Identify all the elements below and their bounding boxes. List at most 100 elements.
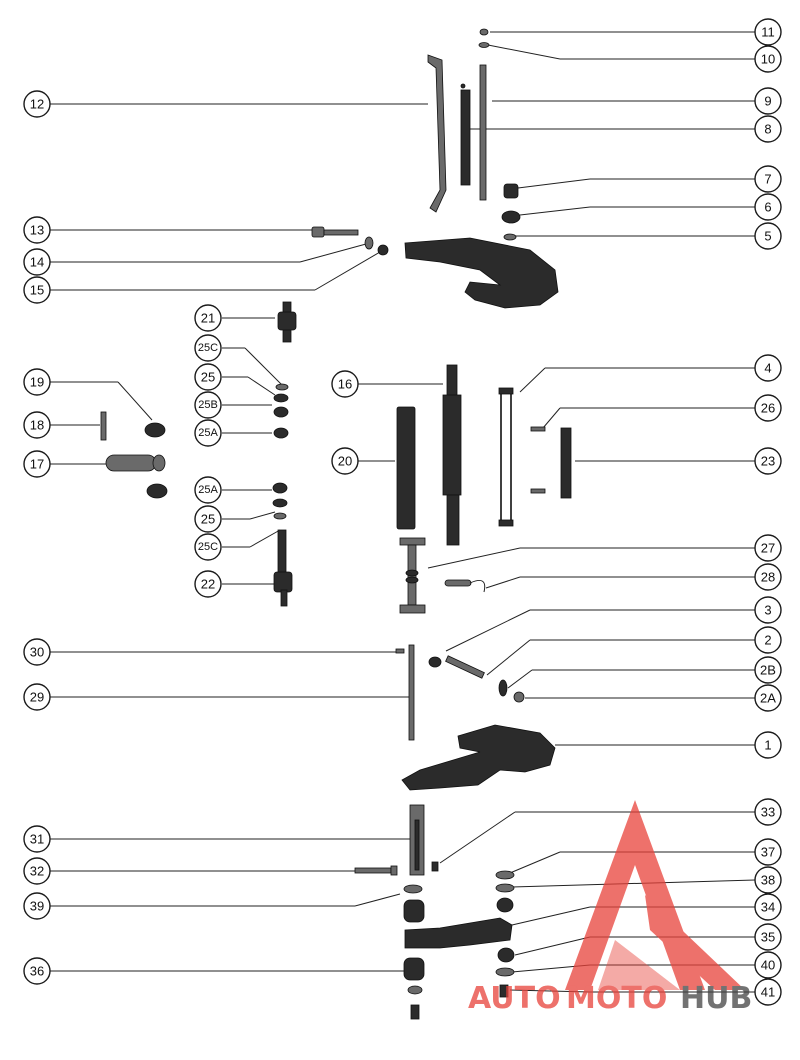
callout-11[interactable]: 11: [754, 18, 782, 46]
callout-17[interactable]: 17: [23, 450, 51, 478]
washers-25-top: [273, 383, 289, 439]
callout-5[interactable]: 5: [754, 222, 782, 250]
callout-29[interactable]: 29: [23, 683, 51, 711]
callout-34[interactable]: 34: [754, 893, 782, 921]
bolt-13: [311, 226, 359, 238]
callout-20[interactable]: 20: [331, 447, 359, 475]
tube-20: [396, 406, 416, 530]
callout-label: 14: [30, 255, 44, 270]
callout-label: 35: [761, 930, 775, 945]
callout-label: 19: [30, 375, 44, 390]
callout-41[interactable]: 41: [754, 978, 782, 1006]
callout-39[interactable]: 39: [23, 892, 51, 920]
callout-16[interactable]: 16: [331, 370, 359, 398]
callout-25c-bottom[interactable]: 25C: [194, 533, 222, 561]
callout-25-top[interactable]: 25: [194, 363, 222, 391]
rod-23: [560, 427, 572, 499]
callout-40[interactable]: 40: [754, 951, 782, 979]
callout-label: 25A: [198, 484, 218, 496]
callout-31[interactable]: 31: [23, 825, 51, 853]
callout-23[interactable]: 23: [754, 447, 782, 475]
callout-32[interactable]: 32: [23, 857, 51, 885]
screw-2a: [513, 691, 525, 703]
callout-27[interactable]: 27: [754, 534, 782, 562]
callout-2a[interactable]: 2A: [754, 684, 782, 712]
callout-label: 25A: [198, 427, 218, 439]
callout-label: 2: [764, 633, 771, 648]
callout-label: 20: [338, 454, 352, 469]
callout-label: 1: [764, 738, 771, 753]
leader-lines: [50, 31, 756, 993]
callout-label: 21: [201, 311, 215, 326]
callout-label: 17: [30, 457, 44, 472]
callout-15[interactable]: 15: [23, 276, 51, 304]
washer-39: [403, 884, 423, 894]
callout-13[interactable]: 13: [23, 216, 51, 244]
stud-3: [428, 655, 485, 679]
callout-19[interactable]: 19: [23, 368, 51, 396]
callout-14[interactable]: 14: [23, 248, 51, 276]
washer-stack-right: [495, 870, 515, 998]
callout-label: 3: [764, 603, 771, 618]
callout-4[interactable]: 4: [754, 354, 782, 382]
washer-14: [364, 236, 374, 250]
small-washers-top: [478, 28, 490, 48]
callout-label: 22: [201, 577, 215, 592]
callout-label: 25C: [198, 541, 218, 553]
callout-6[interactable]: 6: [754, 193, 782, 221]
callout-label: 31: [30, 832, 44, 847]
callout-18[interactable]: 18: [23, 411, 51, 439]
callout-label: 25: [201, 370, 215, 385]
callout-33[interactable]: 33: [754, 798, 782, 826]
callout-label: 6: [764, 200, 771, 215]
callout-9[interactable]: 9: [754, 87, 782, 115]
callout-36[interactable]: 36: [23, 957, 51, 985]
callout-label: 13: [30, 223, 44, 238]
callout-7[interactable]: 7: [754, 165, 782, 193]
bushing-19: [144, 422, 168, 499]
callout-28[interactable]: 28: [754, 563, 782, 591]
callout-label: 23: [761, 454, 775, 469]
callout-label: 40: [761, 958, 775, 973]
callout-3[interactable]: 3: [754, 596, 782, 624]
callout-label: 10: [761, 52, 775, 67]
callout-label: 36: [30, 964, 44, 979]
callout-35[interactable]: 35: [754, 923, 782, 951]
callout-label: 7: [764, 172, 771, 187]
callout-label: 25B: [198, 399, 218, 411]
callout-25-bottom[interactable]: 25: [194, 505, 222, 533]
shift-rod-straight: [479, 64, 487, 201]
callout-22[interactable]: 22: [194, 570, 222, 598]
callout-26[interactable]: 26: [754, 394, 782, 422]
callout-25c-top[interactable]: 25C: [194, 334, 222, 362]
callout-2[interactable]: 2: [754, 626, 782, 654]
callout-2b[interactable]: 2B: [754, 656, 782, 684]
callout-label: 34: [761, 900, 775, 915]
watermark-text-hub: HUB: [680, 981, 752, 1016]
callout-12[interactable]: 12: [23, 90, 51, 118]
callout-25a-bottom[interactable]: 25A: [194, 476, 222, 504]
callout-25a-top[interactable]: 25A: [194, 419, 222, 447]
callout-label: 16: [338, 377, 352, 392]
callout-38[interactable]: 38: [754, 866, 782, 894]
callout-label: 32: [30, 864, 44, 879]
callout-label: 25C: [198, 342, 218, 354]
callout-label: 26: [761, 401, 775, 416]
watermark-logo: AUTO MOTO HUB: [468, 800, 752, 1016]
callout-25b[interactable]: 25B: [194, 391, 222, 419]
nut-15: [377, 244, 389, 256]
spring-clip-28: [444, 579, 486, 593]
callout-37[interactable]: 37: [754, 838, 782, 866]
callout-8[interactable]: 8: [754, 115, 782, 143]
callout-1[interactable]: 1: [754, 731, 782, 759]
spring-17: [105, 454, 166, 472]
callout-label: 27: [761, 541, 775, 556]
spool-27: [399, 537, 426, 614]
watermark-text-auto: AUTO: [468, 981, 561, 1016]
callout-label: 33: [761, 805, 775, 820]
callout-10[interactable]: 10: [754, 45, 782, 73]
shaft-21: [277, 301, 297, 343]
callout-30[interactable]: 30: [23, 638, 51, 666]
callout-21[interactable]: 21: [194, 304, 222, 332]
callout-label: 39: [30, 899, 44, 914]
